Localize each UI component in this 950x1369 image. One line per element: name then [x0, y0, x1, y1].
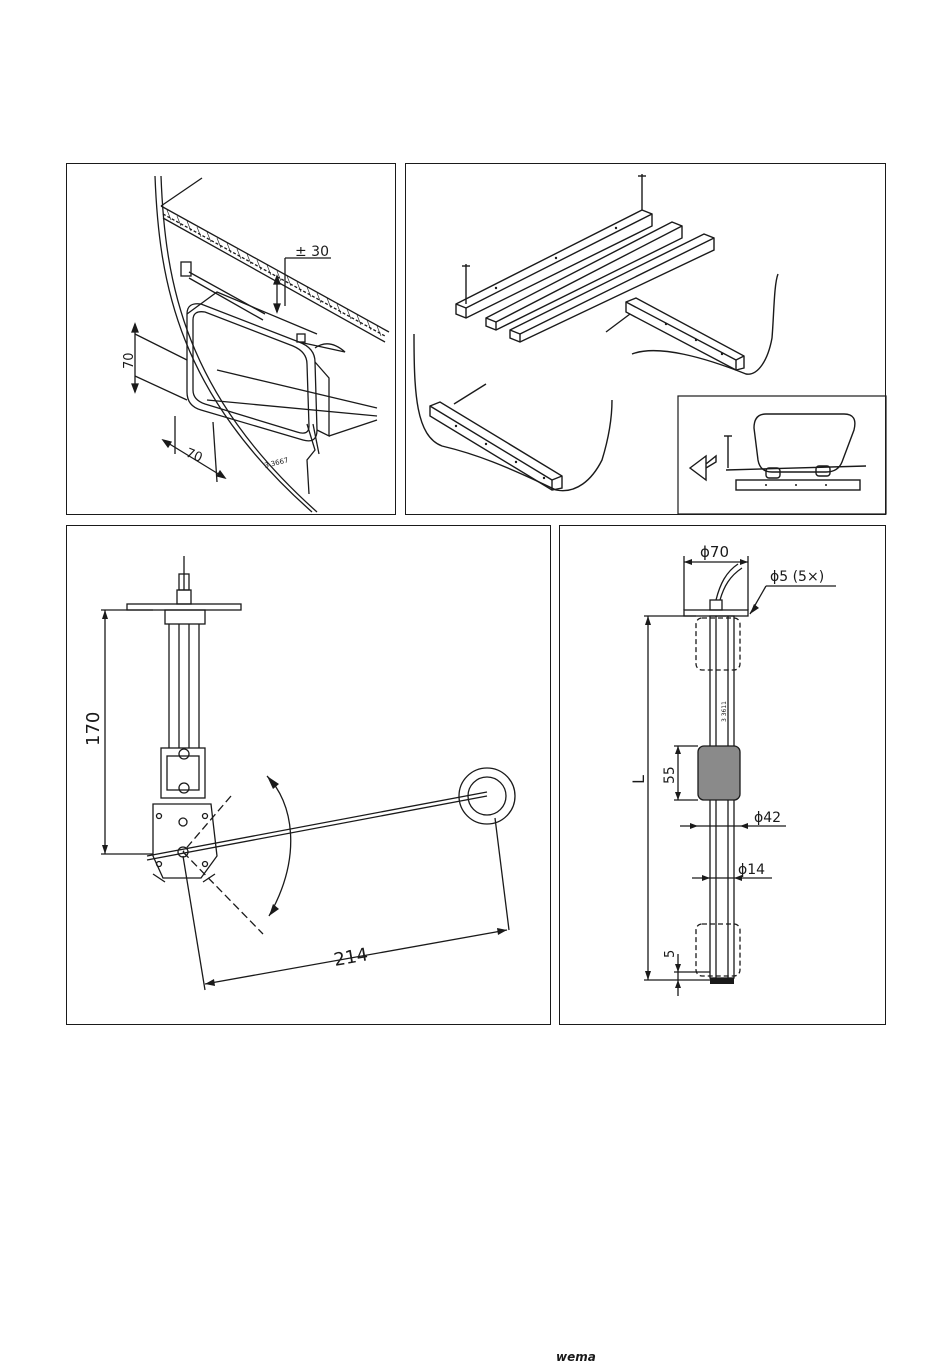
float-sender-panel: ϕ70 ϕ5 (5×) L 55 ϕ42 ϕ14 5 3 3611 — [559, 525, 886, 1025]
lever-arm-dimension-label: 214 — [332, 944, 369, 971]
tank-code-label: 3 3667 — [264, 456, 290, 470]
mounting-rails-drawing — [406, 164, 887, 516]
tank-height-dimension-label: 70 — [122, 352, 137, 369]
tank-mount-panel: ± 30 70 70 3 3667 — [66, 163, 396, 515]
float-sender-drawing: ϕ70 ϕ5 (5×) L 55 ϕ42 ϕ14 5 3 3611 — [560, 526, 887, 1026]
length-dimension-label: L — [629, 775, 648, 784]
logo-text: wema — [556, 1350, 596, 1363]
wema-logo: wema — [556, 1349, 608, 1363]
float-height-dimension-label: 55 — [662, 766, 678, 784]
mounting-rails-panel — [405, 163, 886, 515]
lever-sender-panel: 170 214 — [66, 525, 551, 1025]
bottom-gap-label: 5 — [663, 950, 678, 958]
lever-sender-drawing: 170 214 — [67, 526, 552, 1026]
flange-diameter-label: ϕ70 — [700, 543, 729, 561]
lever-height-dimension-label: 170 — [83, 712, 104, 746]
float-diameter-label: ϕ42 — [754, 810, 781, 826]
float-body — [698, 746, 740, 800]
offset-dimension-label: ± 30 — [295, 244, 329, 260]
tank-mount-drawing: ± 30 70 70 3 3667 — [67, 164, 397, 516]
tube-code-label: 3 3611 — [721, 701, 728, 722]
hole-diameter-label: ϕ5 (5×) — [770, 569, 824, 585]
tube-diameter-label: ϕ14 — [738, 862, 765, 878]
